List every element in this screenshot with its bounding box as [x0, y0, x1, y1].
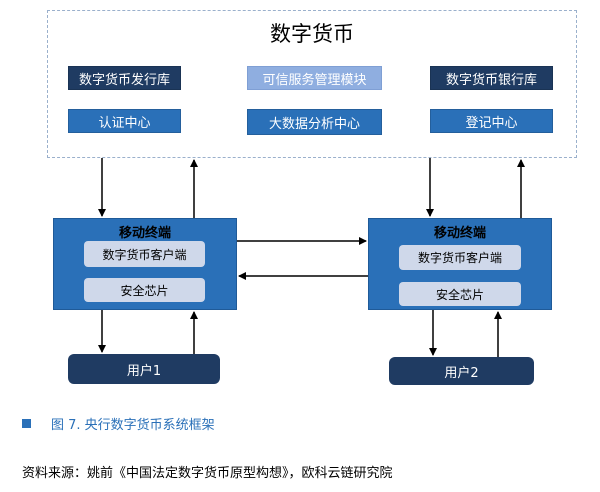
security-chip-1: 安全芯片 — [84, 278, 205, 302]
mobile-terminal-title: 移动终端 — [433, 226, 486, 241]
user-1-box: 用户1 — [68, 354, 220, 384]
certification-center-box: 认证中心 — [68, 109, 181, 133]
security-chip-2: 安全芯片 — [399, 282, 521, 306]
digital-currency-client-1: 数字货币客户端 — [84, 241, 205, 267]
registration-center-box: 登记中心 — [430, 109, 553, 133]
user-2-box: 用户2 — [389, 357, 534, 385]
issuance-library-box: 数字货币发行库 — [68, 66, 181, 90]
diagram-title: 数字货币 — [270, 22, 354, 46]
figure-caption: 图 7. 央行数字货币系统框架 — [22, 414, 215, 433]
source-note: 资料来源：姚前《中国法定数字货币原型构想》，欧科云链研究院 — [22, 466, 393, 481]
bank-library-box: 数字货币银行库 — [430, 66, 553, 90]
trusted-service-module-box: 可信服务管理模块 — [247, 66, 382, 90]
caption-text: 图 7. 央行数字货币系统框架 — [51, 418, 215, 433]
mobile-terminal-title: 移动终端 — [118, 226, 171, 241]
caption-square-icon — [22, 419, 31, 428]
digital-currency-client-2: 数字货币客户端 — [399, 245, 521, 270]
big-data-center-box: 大数据分析中心 — [247, 109, 382, 135]
